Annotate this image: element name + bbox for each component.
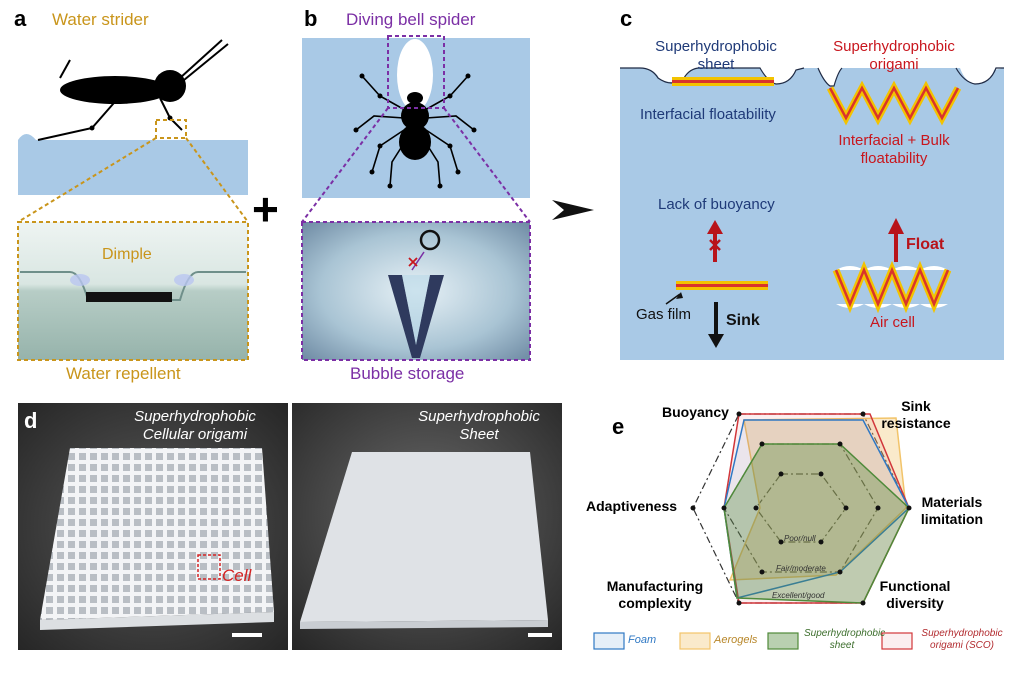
air-cell-label: Air cell — [870, 314, 916, 331]
plus-sign: + — [252, 183, 279, 235]
gas-film-label: Gas film — [636, 306, 692, 323]
panel-d-label: d — [24, 408, 38, 433]
strider-head — [154, 70, 186, 102]
axis-adaptiveness: Adaptiveness — [586, 498, 678, 514]
v-hair-structure — [388, 275, 444, 358]
lack-of-buoyancy-label: Lack of buoyancy — [658, 196, 775, 213]
panel-a-label: a — [14, 6, 27, 31]
level-poor: Poor/null — [784, 534, 816, 543]
leg-contact-bar — [86, 292, 172, 302]
floatability-diagram — [620, 67, 1004, 360]
sink-label: Sink — [726, 312, 760, 329]
panel-b-label: b — [304, 6, 318, 31]
photo-panels — [18, 403, 562, 650]
aerogels-series — [728, 417, 907, 581]
legend-origami-swatch — [881, 632, 913, 650]
bubble-selection-box — [387, 35, 445, 109]
panel-a-title: Water strider — [52, 10, 149, 29]
interfacial-floatability-label: Interfacial floatability — [640, 106, 776, 123]
arrow-right-icon — [552, 200, 594, 220]
air-bubble — [419, 229, 441, 251]
cell-label: Cell — [222, 566, 252, 585]
bubble-storage-label: Bubble storage — [350, 364, 465, 383]
level-excellent: Excellent/good — [772, 591, 825, 600]
strider-body — [60, 76, 170, 104]
legend-aerogels-label: Aerogels — [714, 634, 758, 646]
panel-e-label: e — [612, 414, 625, 439]
scale-bar-left — [232, 633, 262, 637]
legend-aerogels-swatch — [679, 632, 711, 650]
axis-buoyancy: Buoyancy — [662, 404, 729, 420]
scale-bar-right — [528, 633, 552, 637]
float-label: Float — [906, 236, 945, 253]
dimple-label: Dimple — [102, 246, 152, 263]
water-strider-illustration — [17, 39, 249, 361]
legend-foam-swatch — [593, 632, 625, 650]
diving-spider-illustration — [301, 35, 531, 361]
legend-foam-label: Foam — [628, 634, 657, 646]
legend-sheet-swatch — [767, 632, 799, 650]
level-fair: Fair/moderate — [776, 564, 826, 573]
dimple-selection-box — [155, 119, 187, 139]
water-surface — [18, 134, 248, 195]
cell-highlight-box — [197, 554, 221, 580]
dimple-inset — [17, 221, 249, 361]
panel-b-title: Diving bell spider — [346, 10, 476, 29]
panel-c-label: c — [620, 6, 633, 31]
water-repellent-label: Water repellent — [66, 364, 181, 383]
